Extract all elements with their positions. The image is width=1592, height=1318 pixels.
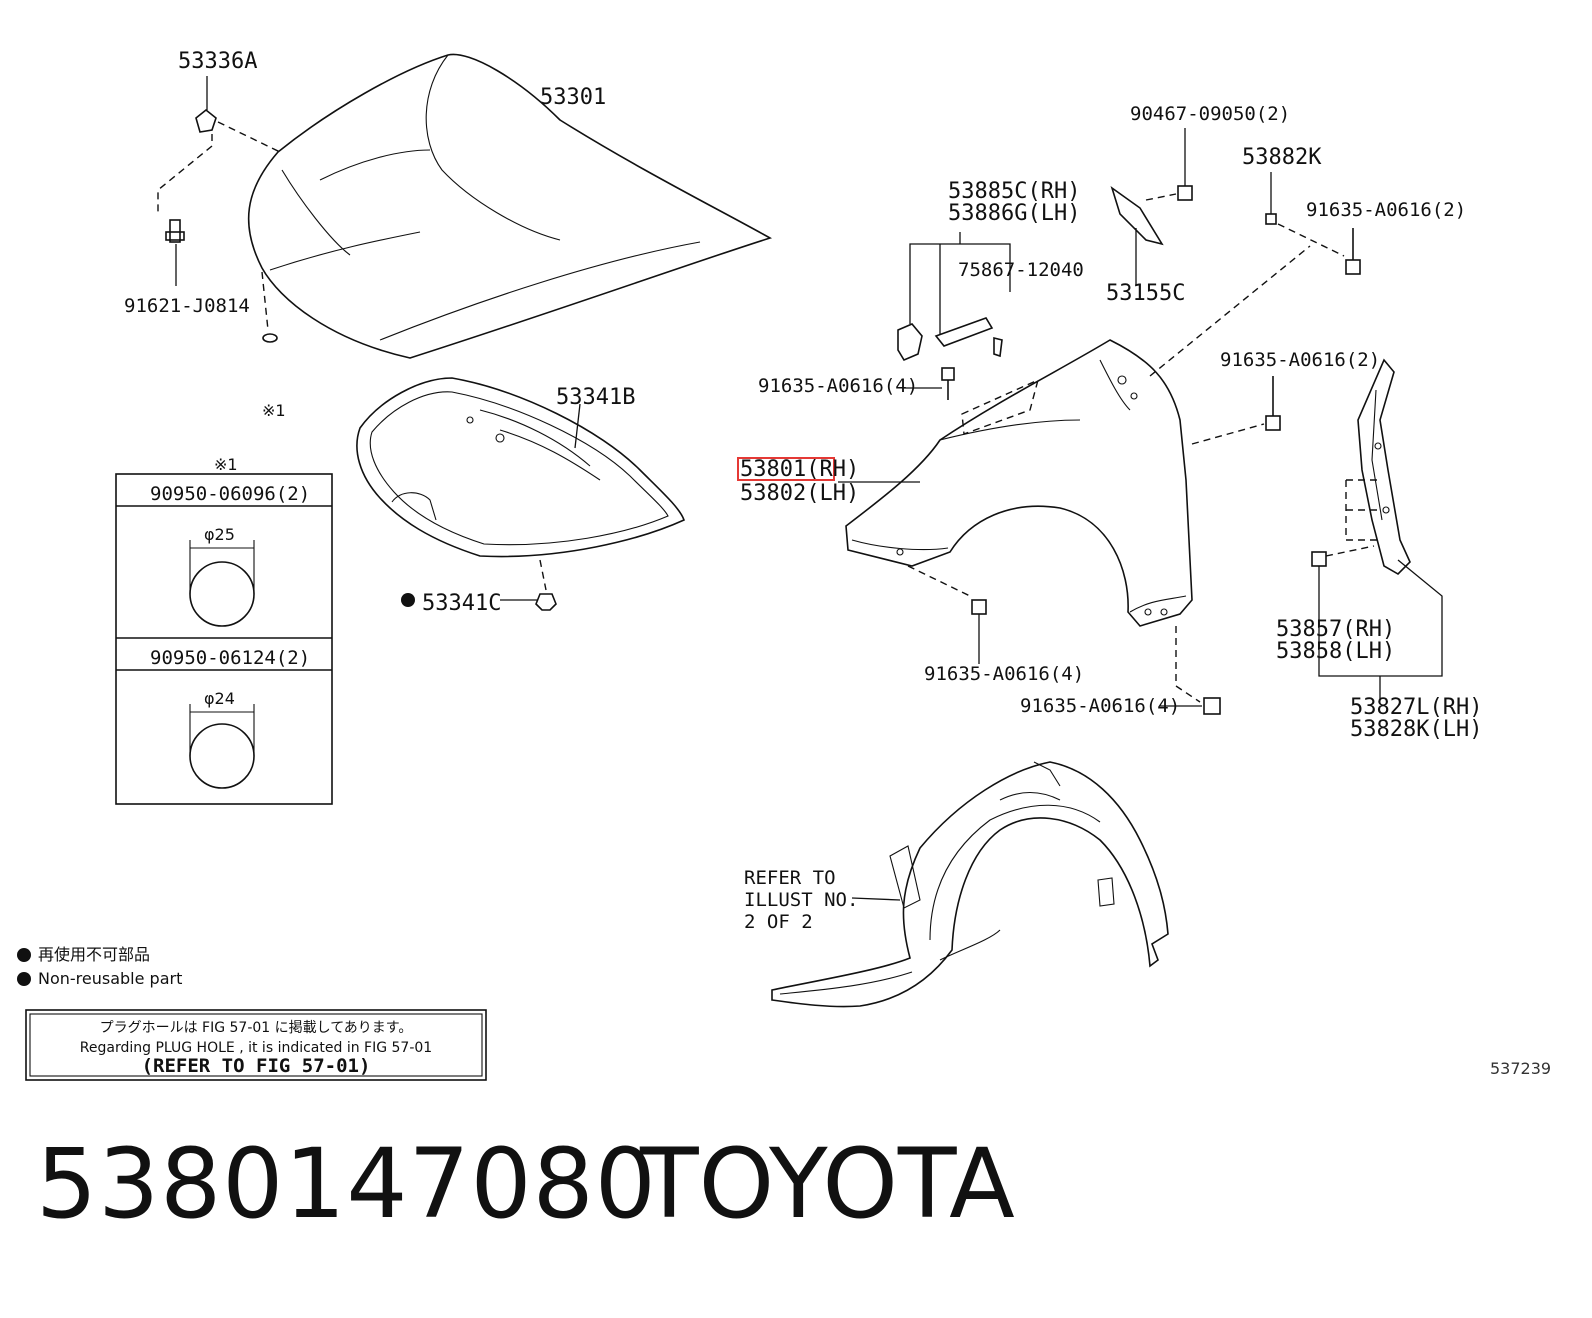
bracket-dash — [961, 378, 1040, 435]
label-bolt-e: 91635-A0616(4) — [1020, 695, 1180, 717]
hood-panel — [247, 53, 773, 359]
refer-lead — [851, 897, 901, 901]
label-screw-top: 90467-09050(2) — [1130, 103, 1290, 125]
hood-bolt-part — [165, 219, 185, 286]
label-bracket-lh: 53886G(LH) — [948, 201, 1080, 226]
label-seal: 53155C — [1106, 281, 1185, 306]
non-reusable-mark-1 — [401, 593, 415, 607]
hood-clip-part — [195, 76, 217, 133]
bolt-a-part — [1345, 228, 1361, 275]
insulator-clip-dash — [539, 559, 547, 591]
liner-lead — [1318, 559, 1443, 677]
label-bolt-a: 91635-A0616(2) — [1306, 199, 1466, 221]
label-plug-ref: ※1 — [262, 401, 286, 420]
bolt-d-part — [971, 599, 987, 664]
notice-jp: プラグホールは FIG 57-01 に掲載してあります。 — [100, 1020, 413, 1036]
notice-ref: (REFER TO FIG 57-01) — [142, 1055, 371, 1077]
seal-part — [1110, 185, 1164, 246]
label-hood-clip: 53336A — [178, 49, 257, 74]
bracket-bolt-part — [941, 367, 955, 400]
label-fender-rh: 53801(RH) — [740, 457, 859, 482]
label-hood-bolt: 91621-J0814 — [124, 295, 250, 317]
legend-jp: 再使用不可部品 — [38, 945, 150, 964]
label-insulator-clip: 53341C — [422, 591, 501, 616]
label-fender-lh: 53802(LH) — [740, 481, 859, 506]
label-seal-rh: 53827L(RH) — [1350, 695, 1482, 720]
figure-id: 537239 — [1490, 1059, 1552, 1078]
plug-table-diameter-2: φ24 — [204, 689, 235, 708]
fender-bracket-part — [897, 317, 1003, 362]
notice-box — [25, 1009, 487, 1081]
pad-dash — [1277, 223, 1345, 257]
screw-top-dash — [1145, 193, 1177, 201]
hood-bolt-dash — [157, 134, 213, 212]
plug-table-part-2: 90950-06124(2) — [150, 647, 310, 669]
hood-clip-dash — [217, 121, 281, 153]
bolt-c-part — [1265, 376, 1281, 431]
plug-dash — [261, 271, 269, 331]
highlight-box — [737, 457, 835, 481]
plug-table — [115, 473, 333, 805]
bolt-e-dash — [1175, 626, 1201, 703]
hood-insulator — [356, 377, 685, 558]
notice-en: Regarding PLUG HOLE , it is indicated in… — [80, 1040, 432, 1056]
plug-hole — [262, 333, 278, 343]
label-hood: 53301 — [540, 85, 606, 110]
plug-table-header: ※1 — [214, 455, 238, 474]
liner-clip-part — [1311, 551, 1327, 567]
label-liner-lh: 53858(LH) — [1276, 639, 1395, 664]
label-bolt-c: 91635-A0616(2) — [1220, 349, 1380, 371]
label-pad: 53882K — [1242, 145, 1322, 170]
label-liner-rh: 53857(RH) — [1276, 617, 1395, 642]
seal-dash — [1345, 479, 1380, 541]
legend-en: Non-reusable part — [38, 969, 182, 988]
fender-seal-part — [1357, 358, 1411, 575]
legend-dot-2 — [17, 972, 31, 986]
bolt-d-dash — [907, 565, 971, 597]
label-refer-3: 2 OF 2 — [744, 911, 813, 933]
plug-table-part-1: 90950-06096(2) — [150, 483, 310, 505]
footer-brand: TOYOTA — [640, 1128, 1015, 1240]
fender-top-dash — [1149, 245, 1311, 377]
label-bolt-d: 91635-A0616(4) — [924, 663, 1084, 685]
bolt-c-dash — [1191, 423, 1265, 445]
front-fender — [845, 339, 1193, 627]
bracket-lead — [909, 232, 1011, 334]
insulator-clip-part — [535, 593, 557, 611]
bolt-e-part — [1203, 697, 1221, 715]
label-refer-2: ILLUST NO. — [744, 889, 858, 911]
label-bolt-b: 91635-A0616(4) — [758, 375, 918, 397]
legend-dot-1 — [17, 948, 31, 962]
label-emblem: 75867-12040 — [958, 259, 1084, 281]
pad-part — [1265, 172, 1277, 225]
label-refer-1: REFER TO — [744, 867, 836, 889]
footer-part-number: 5380147080 — [36, 1128, 657, 1240]
fender-liner — [771, 761, 1169, 1008]
screw-top-part — [1177, 128, 1193, 201]
plug-table-diameter-1: φ25 — [204, 525, 235, 544]
label-insulator: 53341B — [556, 385, 635, 410]
insulator-lead — [574, 403, 581, 449]
label-seal-lh: 53828K(LH) — [1350, 717, 1482, 742]
liner-clip-dash — [1325, 545, 1375, 557]
label-bracket-rh: 53885C(RH) — [948, 179, 1080, 204]
